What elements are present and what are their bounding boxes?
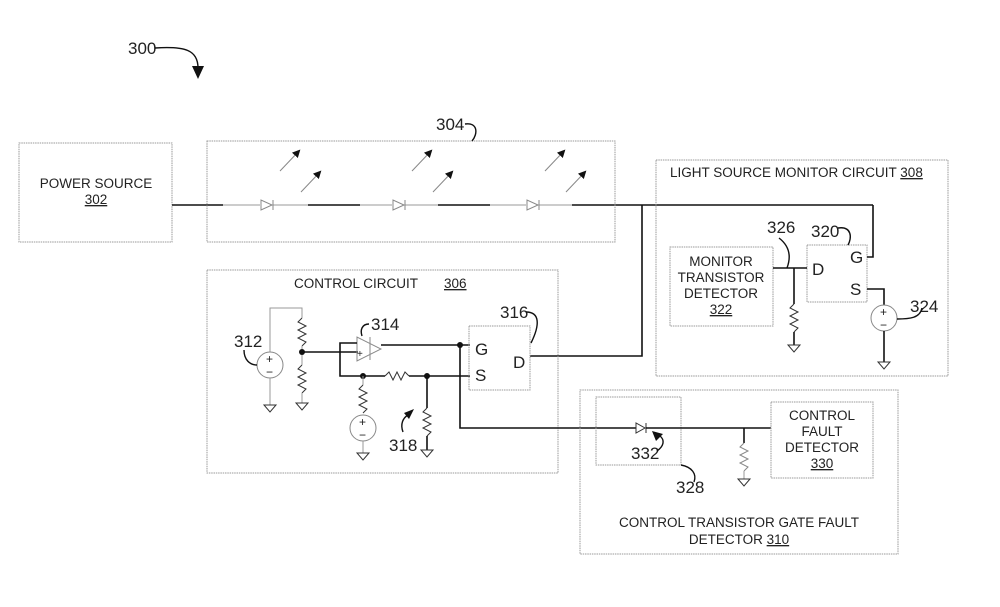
led-1-icon [260,149,322,211]
control-circuit-block: CONTROL CIRCUIT 306 + − 312 + 314 [206,269,636,474]
control-fault-detector-box [770,401,874,479]
vs312-leader [243,349,258,366]
light-string-block: 304 [206,115,616,243]
vs324-plus: + [880,305,887,319]
ground-icon [786,344,802,353]
op-amp-leader [360,323,370,337]
gate-fault-detector-title-1: CONTROL TRANSISTOR GATE FAULT [619,515,859,530]
power-source-block: POWER SOURCE 302 [18,142,173,243]
monitor-pulldown-resistor-icon [788,303,800,333]
control-fault-detector-ref: 330 [811,456,834,471]
node-326-leader [778,237,790,269]
figure-ref-leader [154,46,199,69]
light-source-monitor-block: LIGHT SOURCE MONITOR CIRCUIT 308 MONITOR… [655,159,949,377]
resistor-318-leader [401,414,409,433]
control-circuit-title: CONTROL CIRCUIT [294,276,418,291]
light-string-box [206,140,616,243]
vsctrl-minus: − [359,428,366,442]
light-source-monitor-title: LIGHT SOURCE MONITOR CIRCUIT 308 [670,165,923,180]
monitor-transistor-source-label: S [850,280,861,299]
control-fault-detector-line3: DETECTOR [785,440,859,455]
control-fault-detector-line2: FAULT [801,424,842,439]
resistor-318-arrow-icon [404,409,414,419]
gate-fault-detector-box [579,389,899,555]
diode-332-icon [635,422,647,434]
control-transistor-drain-label: D [513,353,525,372]
vs312-top-wire [269,307,303,352]
monitor-transistor-detector-box [669,246,774,327]
control-circuit-box [206,269,559,474]
monitor-detector-line1: MONITOR [689,254,753,269]
figure-ref-label: 300 [128,39,156,58]
figure-ref-arrowhead-icon [192,66,204,79]
divider-top-resistor-icon [296,317,308,347]
control-transistor-gate-label: G [475,340,488,359]
vs324-ref: 324 [910,297,938,316]
fault-pulldown-resistor-icon [738,442,750,472]
control-transistor-source-label: S [475,366,486,385]
monitor-detector-line2: TRANSISTOR [678,270,765,285]
ground-icon [419,449,435,458]
monitor-transistor-leader [837,227,851,246]
monitor-transistor-drain-label: D [812,260,824,279]
ref-branch-resistor-icon [357,384,369,414]
control-fault-detector-line1: CONTROL [789,408,855,423]
led-3-icon [526,149,587,211]
ground-icon [294,402,310,411]
resistor-318-ref: 318 [389,436,417,455]
power-source-ref: 302 [85,192,108,207]
monitor-detector-ref: 322 [710,302,733,317]
op-amp-plus: + [357,349,363,360]
control-transistor-box [468,325,531,391]
monitor-gate-wire [867,205,874,258]
divider-bottom-resistor-icon [296,364,308,394]
op-amp-314-icon [356,336,383,362]
monitor-transistor-ref: 320 [811,222,839,241]
light-string-leader [464,123,477,142]
diode-block-328-ref: 328 [676,478,704,497]
gate-tap-wire [459,345,636,429]
diode-block-328-leader [680,464,696,483]
series-resistor-icon [384,370,410,382]
diode-332-leader [656,435,664,452]
light-string-ref: 304 [436,115,464,134]
control-circuit-ref: 306 [444,276,467,291]
control-drain-wire [530,205,643,357]
control-transistor-leader [525,311,538,344]
vsctrl-plus: + [359,415,366,429]
monitor-detector-line3: DETECTOR [684,286,758,301]
vs312-minus: − [266,365,273,379]
figure-reference: 300 [128,39,204,79]
control-transistor-ref: 316 [500,303,528,322]
vs312-ref: 312 [234,332,262,351]
ground-icon [355,452,371,461]
diode-block-328-box [595,396,682,466]
monitor-transistor-gate-label: G [850,248,863,267]
op-amp-ref: 314 [371,315,399,334]
sense-resistor-318-icon [421,407,433,437]
gate-fault-detector-block: CONTROL TRANSISTOR GATE FAULT DETECTOR 3… [579,389,899,555]
ground-icon [736,478,752,487]
power-source-box [18,142,173,243]
light-source-monitor-box [655,159,949,377]
monitor-source-wire [867,288,885,305]
vs324-leader [896,307,923,320]
ground-icon [262,404,278,413]
vs312-plus: + [266,352,273,366]
power-source-title: POWER SOURCE [40,176,153,191]
diode-332-ref: 332 [631,444,659,463]
led-2-icon [392,149,454,211]
ground-icon [876,361,892,370]
monitor-transistor-box [806,244,868,303]
diode-332-arrow-icon [652,431,663,441]
vs324-minus: − [880,318,887,332]
gate-fault-detector-title-2: DETECTOR 310 [689,532,789,547]
node-326-ref: 326 [767,218,795,237]
